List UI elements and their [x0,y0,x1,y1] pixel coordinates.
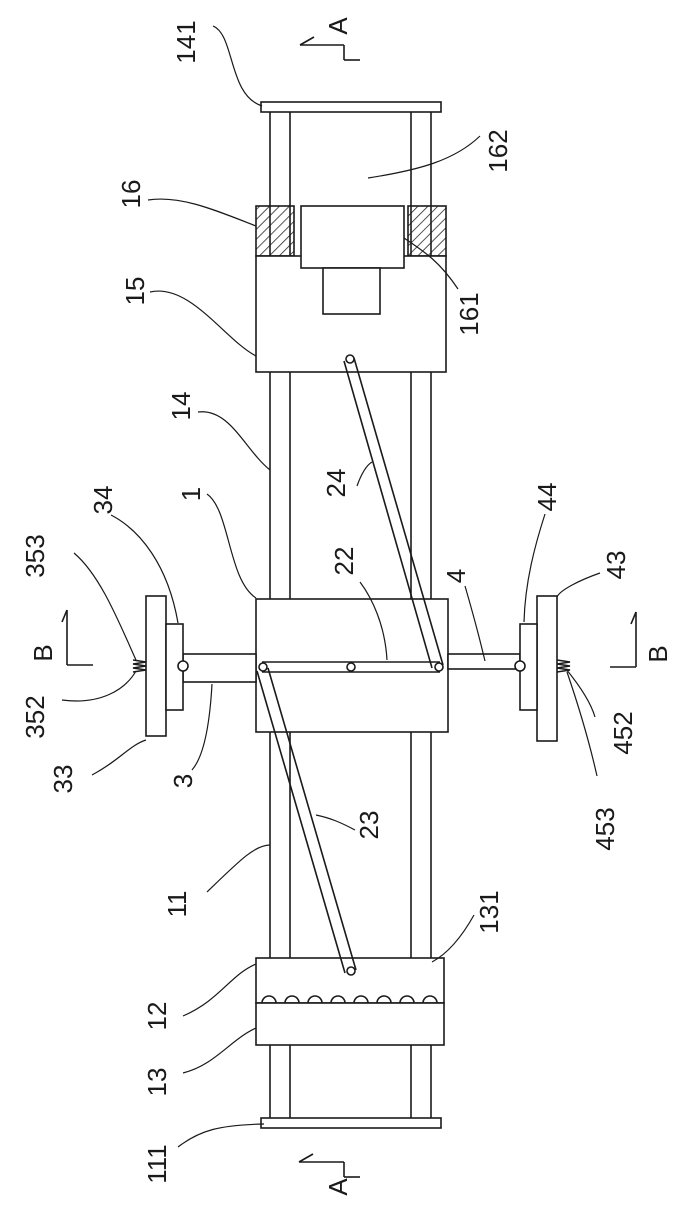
lower-slider-block-13 [256,1003,444,1045]
label-161: 161 [454,292,484,335]
left-shaft [183,654,256,682]
section-label-b-left: B [28,644,58,661]
label-3: 3 [168,774,198,788]
label-44: 44 [532,483,562,512]
right-pin [515,661,525,671]
label-24: 24 [321,469,351,498]
section-label-a-bottom: A [323,1178,353,1196]
label-352: 352 [20,695,50,738]
hatched-block-left [256,206,294,256]
section-mark-a-bottom: A [299,1154,360,1196]
label-453: 453 [590,807,620,850]
label-16: 16 [116,180,146,209]
lower-slider-block-12 [256,958,444,1003]
left-pin [178,661,188,671]
section-label-a-top: A [323,17,353,35]
label-131: 131 [474,890,504,933]
insert-162 [301,206,404,268]
right-plate-43 [537,596,557,741]
label-111: 111 [142,1144,172,1184]
label-4: 4 [441,569,471,583]
bottom-end-plate [261,1118,441,1128]
label-11: 11 [162,891,192,918]
label-15: 15 [120,277,150,306]
section-mark-b-left: B [28,610,93,665]
section-mark-a-top: A [300,17,360,60]
label-33: 33 [48,765,78,794]
label-34: 34 [88,486,118,515]
left-plate-33 [146,596,166,736]
label-14: 14 [166,392,196,421]
section-mark-b-right: B [610,612,673,667]
label-22: 22 [329,547,359,576]
section-label-b-right: B [643,645,673,662]
label-452: 452 [608,711,638,754]
label-43: 43 [601,551,631,580]
label-12: 12 [142,1002,172,1031]
label-13: 13 [142,1068,172,1097]
insert-stem [323,268,380,314]
top-end-plate [261,102,441,112]
label-162: 162 [483,129,513,172]
right-spring [557,660,570,672]
label-353: 353 [20,534,50,577]
hatched-block-right [408,206,446,256]
label-141: 141 [171,20,201,63]
left-spring [133,660,146,672]
label-1: 1 [176,487,206,501]
label-23: 23 [354,811,384,840]
